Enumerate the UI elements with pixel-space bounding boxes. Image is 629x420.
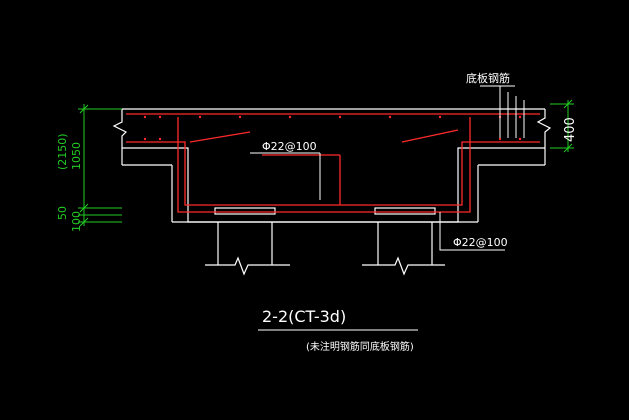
dim-50-label: 50 [56,206,69,220]
pile-right [362,207,445,276]
rebar-bottom-label: Φ22@100 [453,236,508,249]
dim-main-label: 1050 [70,142,83,170]
dim-total-label: (2150) [56,133,69,170]
rebar-top-label: Φ22@100 [262,140,317,153]
rebar-lines [126,113,540,213]
section-note: (未注明钢筋同底板钢筋) [306,340,414,353]
rebar-dots [143,115,522,141]
dimension-lines [78,99,574,227]
dim-100-label: 100 [70,211,83,232]
concrete-outline [112,108,552,223]
dim-right-label: 400 [563,117,578,142]
leader-lines [250,85,525,251]
pile-left [205,207,290,276]
base-plate-rebar-label: 底板钢筋 [466,71,510,85]
section-title: 2-2(CT-3d) [262,307,346,326]
